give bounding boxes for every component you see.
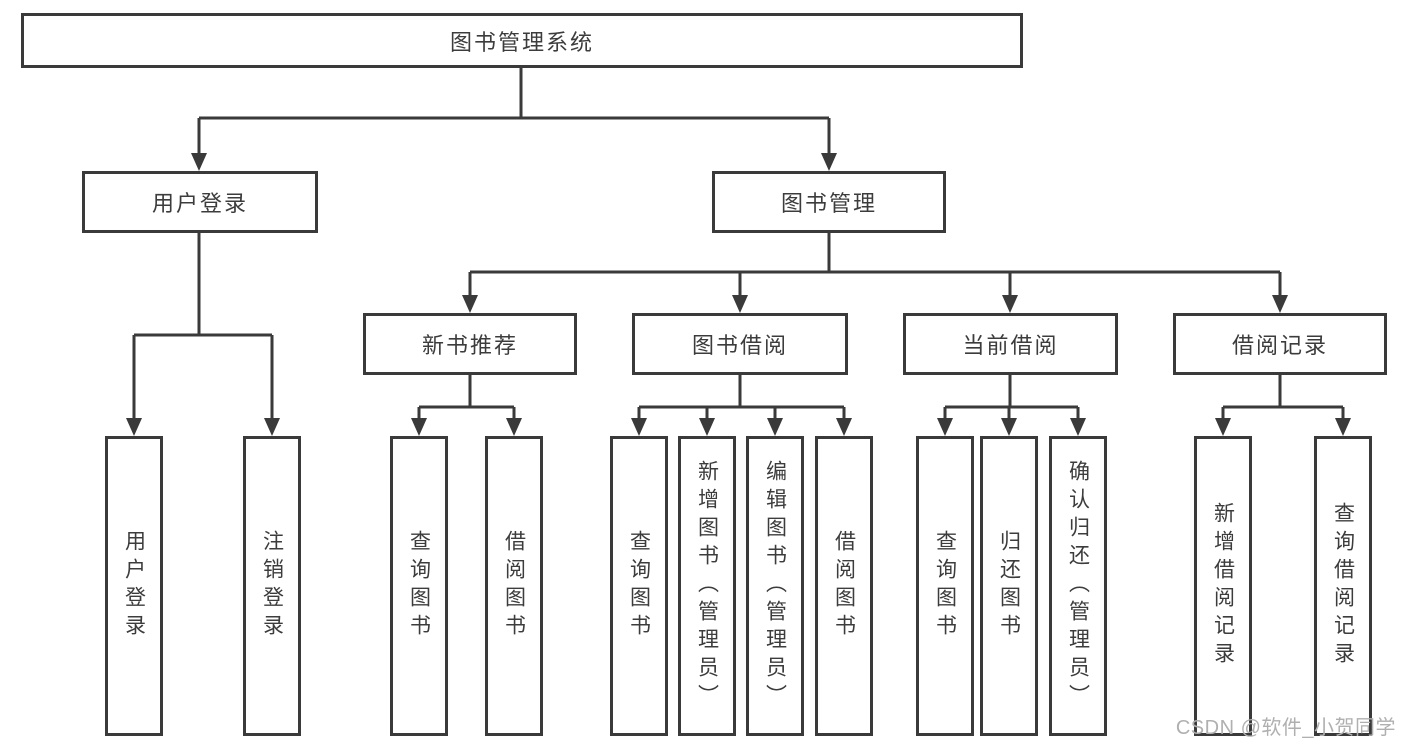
- node-book-management-label: 图书管理: [780, 191, 877, 216]
- node-user-login: 用户登录: [82, 171, 318, 233]
- leaf-return-book: 归还图书: [980, 436, 1038, 736]
- leaf-confirm-return-admin-label: 确认归还（管理员）: [1066, 460, 1090, 712]
- leaf-borrow-book-label: 借阅图书: [832, 530, 856, 642]
- leaf-query-book-borrow: 查询图书: [610, 436, 668, 736]
- leaf-borrow-book: 借阅图书: [815, 436, 873, 736]
- leaf-query-borrow-record: 查询借阅记录: [1314, 436, 1372, 736]
- leaf-borrow-book-recommend-label: 借阅图书: [502, 530, 526, 642]
- node-user-login-label: 用户登录: [151, 191, 248, 216]
- leaf-user-login: 用户登录: [105, 436, 163, 736]
- node-book-borrow-label: 图书借阅: [691, 333, 788, 358]
- leaf-query-book-current-label: 查询图书: [933, 530, 957, 642]
- leaf-logout: 注销登录: [243, 436, 301, 736]
- leaf-query-borrow-record-label: 查询借阅记录: [1331, 502, 1355, 670]
- leaf-query-book-recommend-label: 查询图书: [407, 530, 431, 642]
- node-book-management: 图书管理: [712, 171, 946, 233]
- node-root-library-system: 图书管理系统: [21, 13, 1023, 68]
- node-book-borrow: 图书借阅: [632, 313, 848, 375]
- leaf-add-book-admin-label: 新增图书（管理员）: [695, 460, 719, 712]
- node-root-label: 图书管理系统: [449, 29, 594, 55]
- leaf-query-book-current: 查询图书: [916, 436, 974, 736]
- node-new-book-recommend: 新书推荐: [363, 313, 577, 375]
- leaf-confirm-return-admin: 确认归还（管理员）: [1049, 436, 1107, 736]
- node-borrow-records-label: 借阅记录: [1231, 333, 1328, 358]
- node-current-borrow: 当前借阅: [903, 313, 1118, 375]
- leaf-query-book-recommend: 查询图书: [390, 436, 448, 736]
- leaf-edit-book-admin: 编辑图书（管理员）: [746, 436, 804, 736]
- csdn-watermark: CSDN @软件_小贺同学: [1175, 717, 1396, 739]
- node-borrow-records: 借阅记录: [1173, 313, 1387, 375]
- leaf-edit-book-admin-label: 编辑图书（管理员）: [763, 460, 787, 712]
- leaf-add-book-admin: 新增图书（管理员）: [678, 436, 736, 736]
- leaf-user-login-label: 用户登录: [122, 530, 146, 642]
- leaf-query-book-borrow-label: 查询图书: [627, 530, 651, 642]
- leaf-add-borrow-record-label: 新增借阅记录: [1211, 502, 1235, 670]
- leaf-logout-label: 注销登录: [260, 530, 284, 642]
- node-current-borrow-label: 当前借阅: [962, 333, 1059, 358]
- leaf-borrow-book-recommend: 借阅图书: [485, 436, 543, 736]
- node-new-book-recommend-label: 新书推荐: [421, 333, 518, 358]
- leaf-return-book-label: 归还图书: [997, 530, 1021, 642]
- leaf-add-borrow-record: 新增借阅记录: [1194, 436, 1252, 736]
